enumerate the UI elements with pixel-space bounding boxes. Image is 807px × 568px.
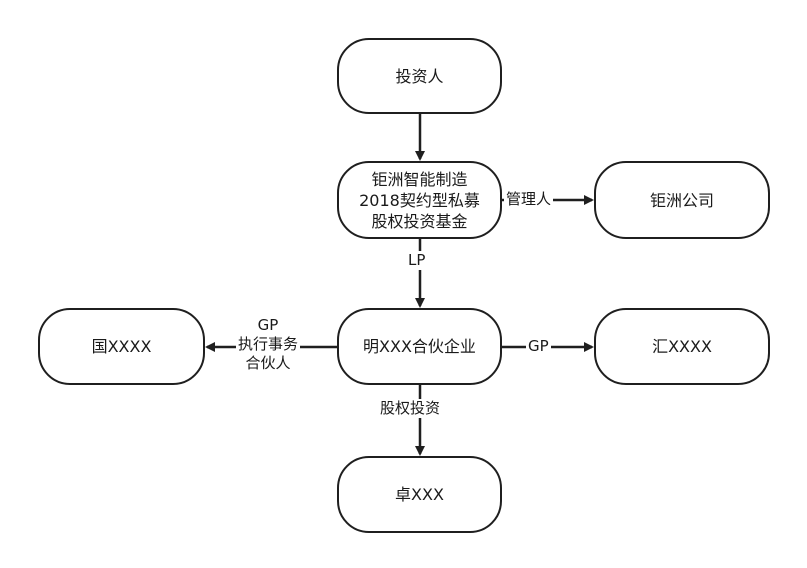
node-zhuo-label: 卓XXX <box>395 485 444 504</box>
node-zhouzhou-company-label: 钜洲公司 <box>649 190 714 210</box>
node-hui-label: 汇XXXX <box>652 337 712 356</box>
edge-label-ming-to-hui: GP <box>526 337 551 356</box>
edge-label-fund-to-ming: LP <box>406 251 428 270</box>
node-zhouzhou-company: 钜洲公司 <box>594 161 770 239</box>
node-guo-label: 国XXXX <box>91 337 152 356</box>
edge-label-fund-to-company: 管理人 <box>504 190 554 209</box>
node-fund-line-2: 2018契约型私募 <box>359 190 480 210</box>
node-fund: 钜洲智能制造 2018契约型私募 股权投资基金 <box>337 161 502 239</box>
node-investor: 投资人 <box>337 38 502 114</box>
edge-label-ming-to-zhuo: 股权投资 <box>378 399 443 418</box>
node-investor-label: 投资人 <box>395 66 444 86</box>
node-guo: 国XXXX <box>38 308 205 385</box>
node-fund-line-1: 钜洲智能制造 <box>371 169 468 189</box>
edge-label-ming-to-guo: GP 执行事务 合伙人 <box>236 316 301 373</box>
node-zhuo: 卓XXX <box>337 456 502 533</box>
node-ming-partnership-label: 明XXX合伙企业 <box>363 337 476 356</box>
node-fund-line-3: 股权投资基金 <box>371 211 468 231</box>
node-hui: 汇XXXX <box>594 308 770 385</box>
node-ming-partnership: 明XXX合伙企业 <box>337 308 502 385</box>
